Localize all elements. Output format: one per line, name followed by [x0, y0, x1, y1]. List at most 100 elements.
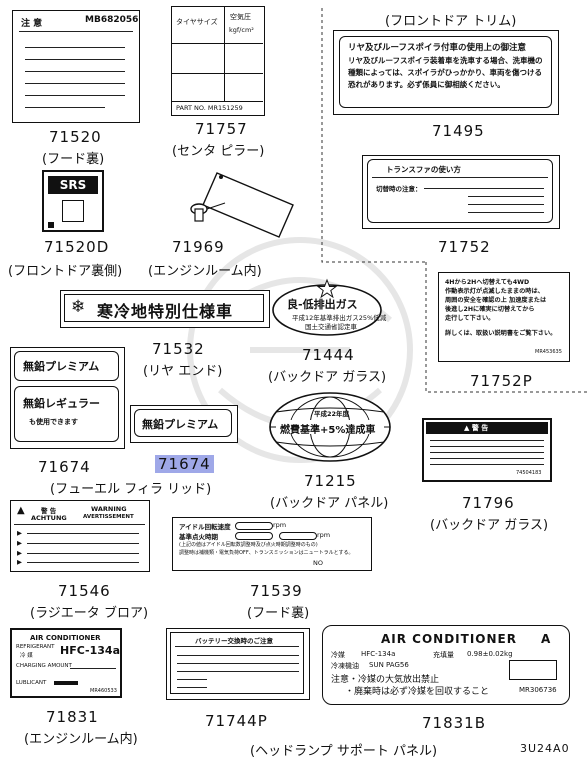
label-71757-partno: PART NO. MR151259 [176, 104, 243, 112]
label-71532-text: 寒冷地特別仕様車 [97, 302, 234, 321]
caption-71520d: (フロントドア裏側) [8, 264, 123, 279]
part-number-71444: 71444 [302, 346, 355, 364]
part-number-71520: 71520 [49, 128, 102, 146]
label-71796-head: ▲ 警 告 [464, 424, 489, 432]
part-number-71532: 71532 [152, 340, 205, 358]
part-number-71752: 71752 [438, 238, 491, 256]
label-71796: ▲ 警 告 74504183 [422, 418, 552, 482]
label-71495-title: リヤ及びルーフスポイラ付車の使用上の御注意 [348, 43, 526, 53]
label-71444-main: 良-低排出ガス [287, 298, 358, 311]
label-71831b-mark: A [541, 632, 551, 646]
part-number-71744p: 71744P [205, 712, 268, 730]
label-71532: ❄ 寒冷地特別仕様車 [60, 290, 270, 328]
label-71757-col2: 空気圧 [230, 13, 251, 21]
caption-71520: (フード裏) [42, 152, 105, 167]
part-number-71215: 71215 [304, 472, 357, 490]
label-71831b-code: MR306736 [519, 686, 557, 694]
label-71752: トランスファの使い方 切替時の注意： [362, 155, 560, 229]
label-71744p: バッテリー交換時のご注意 [166, 628, 310, 700]
label-71495: リヤ及びルーフスポイラ付車の使用上の御注意 リヤ及びルーフスポイラ装着車を洗車す… [333, 30, 559, 115]
label-71215-top: 平成22年度 [314, 410, 350, 418]
caption-71757: (センタ ピラー) [172, 144, 265, 159]
caption-71796: (バックドア ガラス) [430, 518, 549, 533]
caption-71539: (フード裏) [247, 606, 310, 621]
label-71444 [272, 278, 382, 336]
label-71539-line1: アイドル回転速度 [179, 523, 231, 531]
label-71520-code: MB682056 [85, 15, 139, 25]
label-71752p-line1: 4Hから2Hへ切替えても4WD [445, 279, 530, 286]
label-71752p-line5: 走行して下さい。 [445, 315, 495, 322]
part-number-71495: 71495 [432, 122, 485, 140]
label-71831b-blank-box [509, 660, 557, 680]
part-number-71831: 71831 [46, 708, 99, 726]
label-71546-head4: AVERTISSEMENT [83, 514, 134, 520]
diagram-code: 3U24A0 [520, 742, 570, 755]
warning-triangle-icon: ▲ [17, 505, 25, 516]
plate-71969 [190, 172, 294, 238]
label-71674b-text: 無鉛プレミアム [142, 418, 219, 431]
label-71539-line2: 基準点火時期 [179, 533, 218, 541]
label-71495-body: リヤ及びルーフスポイラ装着車を洗車する場合、洗車機の種類によっては、スポイラがひ… [348, 56, 543, 89]
part-number-71752p: 71752P [470, 372, 533, 390]
label-71752p: 4Hから2Hへ切替えても4WD 作動表示灯が点滅したままの時は、 周囲の安全を確… [438, 272, 570, 362]
label-71546-head2: WARNING [91, 505, 127, 513]
label-71757: タイヤサイズ 空気圧 kgf/cm² PART NO. MR151259 [171, 6, 265, 116]
label-71539-note1: (上記の値はアイドル回転数調整時及び点火時期調整時のもの) [179, 542, 318, 548]
label-71546-head3: ACHTUNG [31, 514, 67, 522]
caption-71495: (フロントドア トリム) [385, 14, 517, 29]
airbag-square-icon [62, 200, 84, 222]
label-71831-code: MR460533 [90, 688, 117, 694]
label-71674a: 無鉛プレミアム 無鉛レギュラー も使用できます [10, 347, 125, 449]
part-number-71757: 71757 [195, 120, 248, 138]
part-number-71831b: 71831B [422, 714, 487, 732]
label-71444-sub1: 平成12年基準排出ガス25%低減 [292, 314, 387, 322]
label-71796-code: 74504183 [516, 470, 542, 476]
label-71674b: 無鉛プレミアム [130, 405, 238, 443]
label-71831-gas: HFC-134a [60, 644, 120, 657]
caption-71831: (エンジンルーム内) [24, 732, 138, 747]
part-number-71674b-highlighted[interactable]: 71674 [155, 455, 214, 473]
label-71546-head1: 警 告 [41, 507, 57, 515]
label-71520-head: 注 意 [21, 19, 43, 29]
label-71757-unit: kgf/cm² [229, 26, 254, 34]
label-71752-title: トランスファの使い方 [386, 165, 461, 174]
label-71674a-line3: も使用できます [29, 418, 78, 426]
caption-headlamp-support: (ヘッドランプ サポート パネル) [250, 744, 438, 759]
label-71546: ▲ 警 告 WARNING ACHTUNG AVERTISSEMENT ▶ ▶ … [10, 500, 150, 572]
label-71215 [269, 392, 391, 462]
label-71520d: SRS [42, 170, 104, 232]
label-71520d-text: SRS [48, 176, 98, 194]
caption-71969: (エンジンルーム内) [148, 264, 262, 279]
caption-71444: (バックドア ガラス) [268, 370, 387, 385]
label-71539: アイドル回転速度 rpm 基準点火時期 rpm (上記の値はアイドル回転数調整時… [172, 517, 372, 571]
caption-71546: (ラジエータ ブロア) [30, 606, 149, 621]
label-71674a-line1: 無鉛プレミアム [23, 360, 100, 373]
label-71831b: AIR CONDITIONER A 冷媒 HFC-134a 充填量 0.98±0… [322, 625, 570, 705]
label-71752p-line4: 後進し2Hに確実に切替えてから [445, 306, 535, 313]
label-71831b-title: AIR CONDITIONER [381, 632, 517, 646]
label-71744p-title: バッテリー交換時のご注意 [195, 637, 273, 645]
label-71444-sub2: 国土交通省認定車 [305, 323, 357, 331]
label-71752-sub: 切替時の注意： [376, 185, 422, 193]
part-number-71796: 71796 [462, 494, 515, 512]
label-71520: 注 意 MB682056 [12, 10, 140, 123]
label-71752p-line6: 詳しくは、取扱い説明書をご覧下さい。 [445, 330, 557, 337]
label-71539-note2: 調整時は補機類・電気負荷OFF、トランスミッションはニュートラルとする。 [179, 550, 354, 556]
label-71752p-line3: 周囲の安全を確認の上 加速度または [445, 297, 547, 304]
part-number-71674a: 71674 [38, 458, 91, 476]
label-71752p-line2: 作動表示灯が点滅したままの時は、 [445, 288, 544, 295]
label-71757-col1: タイヤサイズ [176, 18, 218, 26]
caption-71215: (バックドア パネル) [270, 496, 389, 511]
part-number-71969: 71969 [172, 238, 225, 256]
label-71752p-code: MR453635 [535, 349, 562, 355]
label-71674a-line2: 無鉛レギュラー [23, 397, 100, 410]
label-71831-title: AIR CONDITIONER [30, 634, 101, 642]
part-number-71546: 71546 [58, 582, 111, 600]
label-71831: AIR CONDITIONER REFRIGERANT 冷 媒 HFC-134a… [10, 628, 122, 698]
label-71215-main: 燃費基準+5%達成車 [280, 425, 376, 436]
caption-71532: (リヤ エンド) [143, 364, 223, 379]
caption-71674: (フューエル フィラ リッド) [50, 482, 212, 497]
snowflake-icon: ❄ [71, 297, 86, 317]
